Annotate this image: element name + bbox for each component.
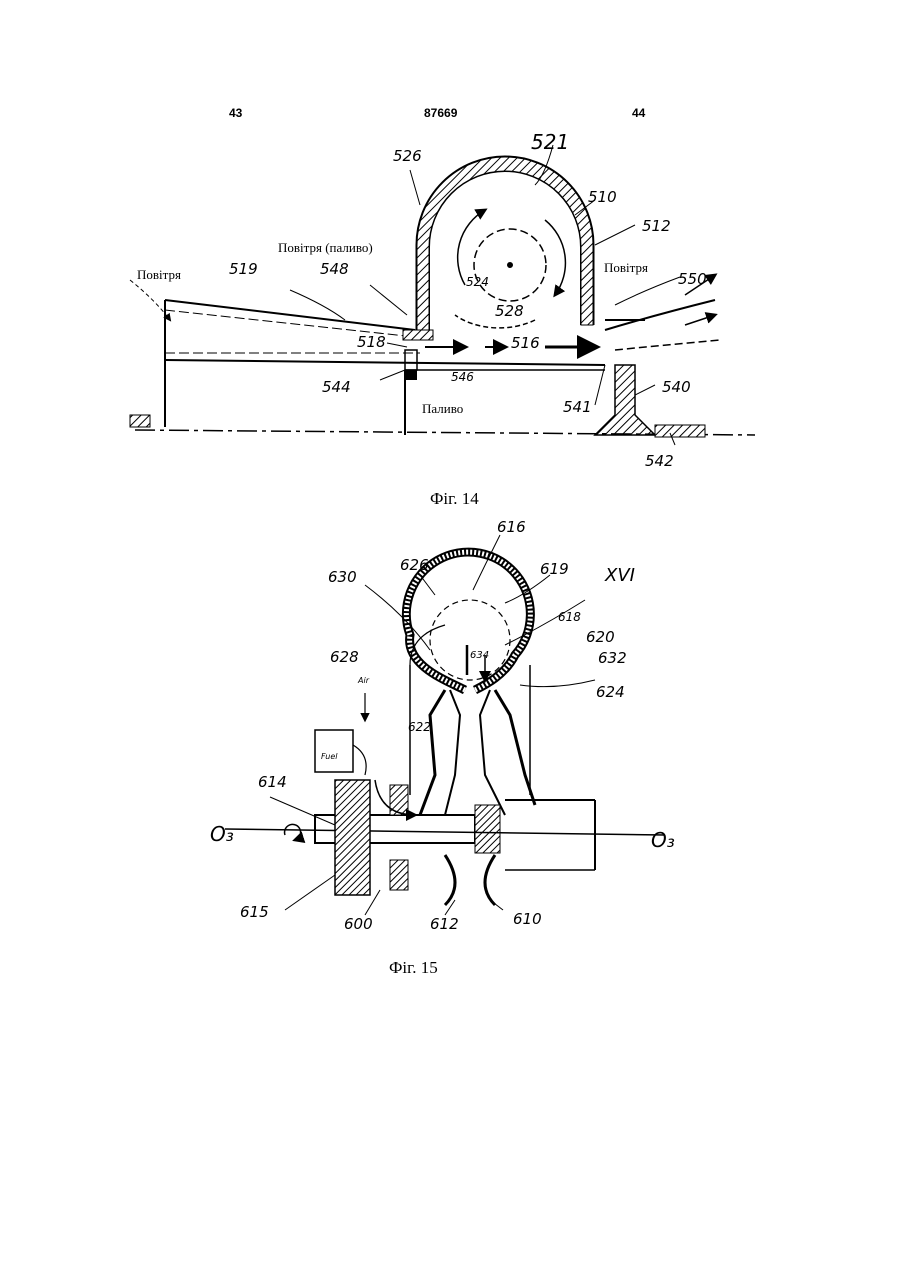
- label-526: 526: [393, 147, 422, 165]
- label-615: 615: [240, 903, 269, 921]
- label-544: 544: [322, 378, 351, 396]
- label-619: 619: [540, 560, 569, 578]
- label-air-fuel: Повітря (паливо): [278, 240, 373, 256]
- label-610: 610: [513, 910, 542, 928]
- label-550: 550: [678, 270, 707, 288]
- nozzle-throat: [420, 690, 535, 815]
- label-519: 519: [229, 260, 258, 278]
- label-xvi: XVI: [605, 565, 635, 586]
- support-strut: [595, 365, 655, 435]
- label-612: 612: [430, 915, 459, 933]
- label-628: 628: [330, 648, 359, 666]
- label-518: 518: [357, 333, 386, 351]
- label-o3-right: O₃: [651, 828, 675, 852]
- page-number-left: 43: [229, 106, 242, 120]
- label-o3-left: O₃: [210, 822, 234, 846]
- label-air-right: Повітря: [604, 260, 648, 276]
- label-fuel-box: Fuel: [321, 752, 338, 761]
- label-540: 540: [662, 378, 691, 396]
- label-528: 528: [495, 302, 524, 320]
- label-622: 622: [408, 720, 431, 734]
- leader-lines-15: [270, 535, 595, 915]
- base-line: [130, 415, 755, 437]
- label-516: 516: [511, 334, 540, 352]
- figure-14-caption: Фіг. 14: [430, 489, 479, 509]
- label-541: 541: [563, 398, 592, 416]
- label-fuel: Паливо: [422, 401, 463, 417]
- label-600: 600: [344, 915, 373, 933]
- label-546: 546: [451, 370, 474, 384]
- label-521: 521: [531, 130, 569, 154]
- label-512: 512: [642, 217, 671, 235]
- inlet-duct: [165, 300, 605, 435]
- figure-15-caption: Фіг. 15: [389, 958, 438, 978]
- bearing-housing: [335, 780, 408, 895]
- label-524: 524: [466, 275, 489, 289]
- label-632: 632: [598, 649, 627, 667]
- label-616: 616: [497, 518, 526, 536]
- label-618: 618: [558, 610, 581, 624]
- fuel-nozzle: [403, 330, 433, 380]
- label-626: 626: [400, 556, 429, 574]
- label-630: 630: [328, 568, 357, 586]
- label-624: 624: [596, 683, 625, 701]
- page-number-right: 44: [632, 106, 645, 120]
- label-510: 510: [588, 188, 617, 206]
- label-air: Air: [358, 676, 369, 685]
- figure-14-drawing: [125, 125, 765, 485]
- label-542: 542: [645, 452, 674, 470]
- label-air-left: Повітря: [137, 267, 181, 283]
- figure-14: [125, 125, 765, 485]
- label-620: 620: [586, 628, 615, 646]
- label-634: 634: [470, 650, 489, 661]
- label-548: 548: [320, 260, 349, 278]
- label-614: 614: [258, 773, 287, 791]
- patent-number: 87669: [424, 106, 457, 120]
